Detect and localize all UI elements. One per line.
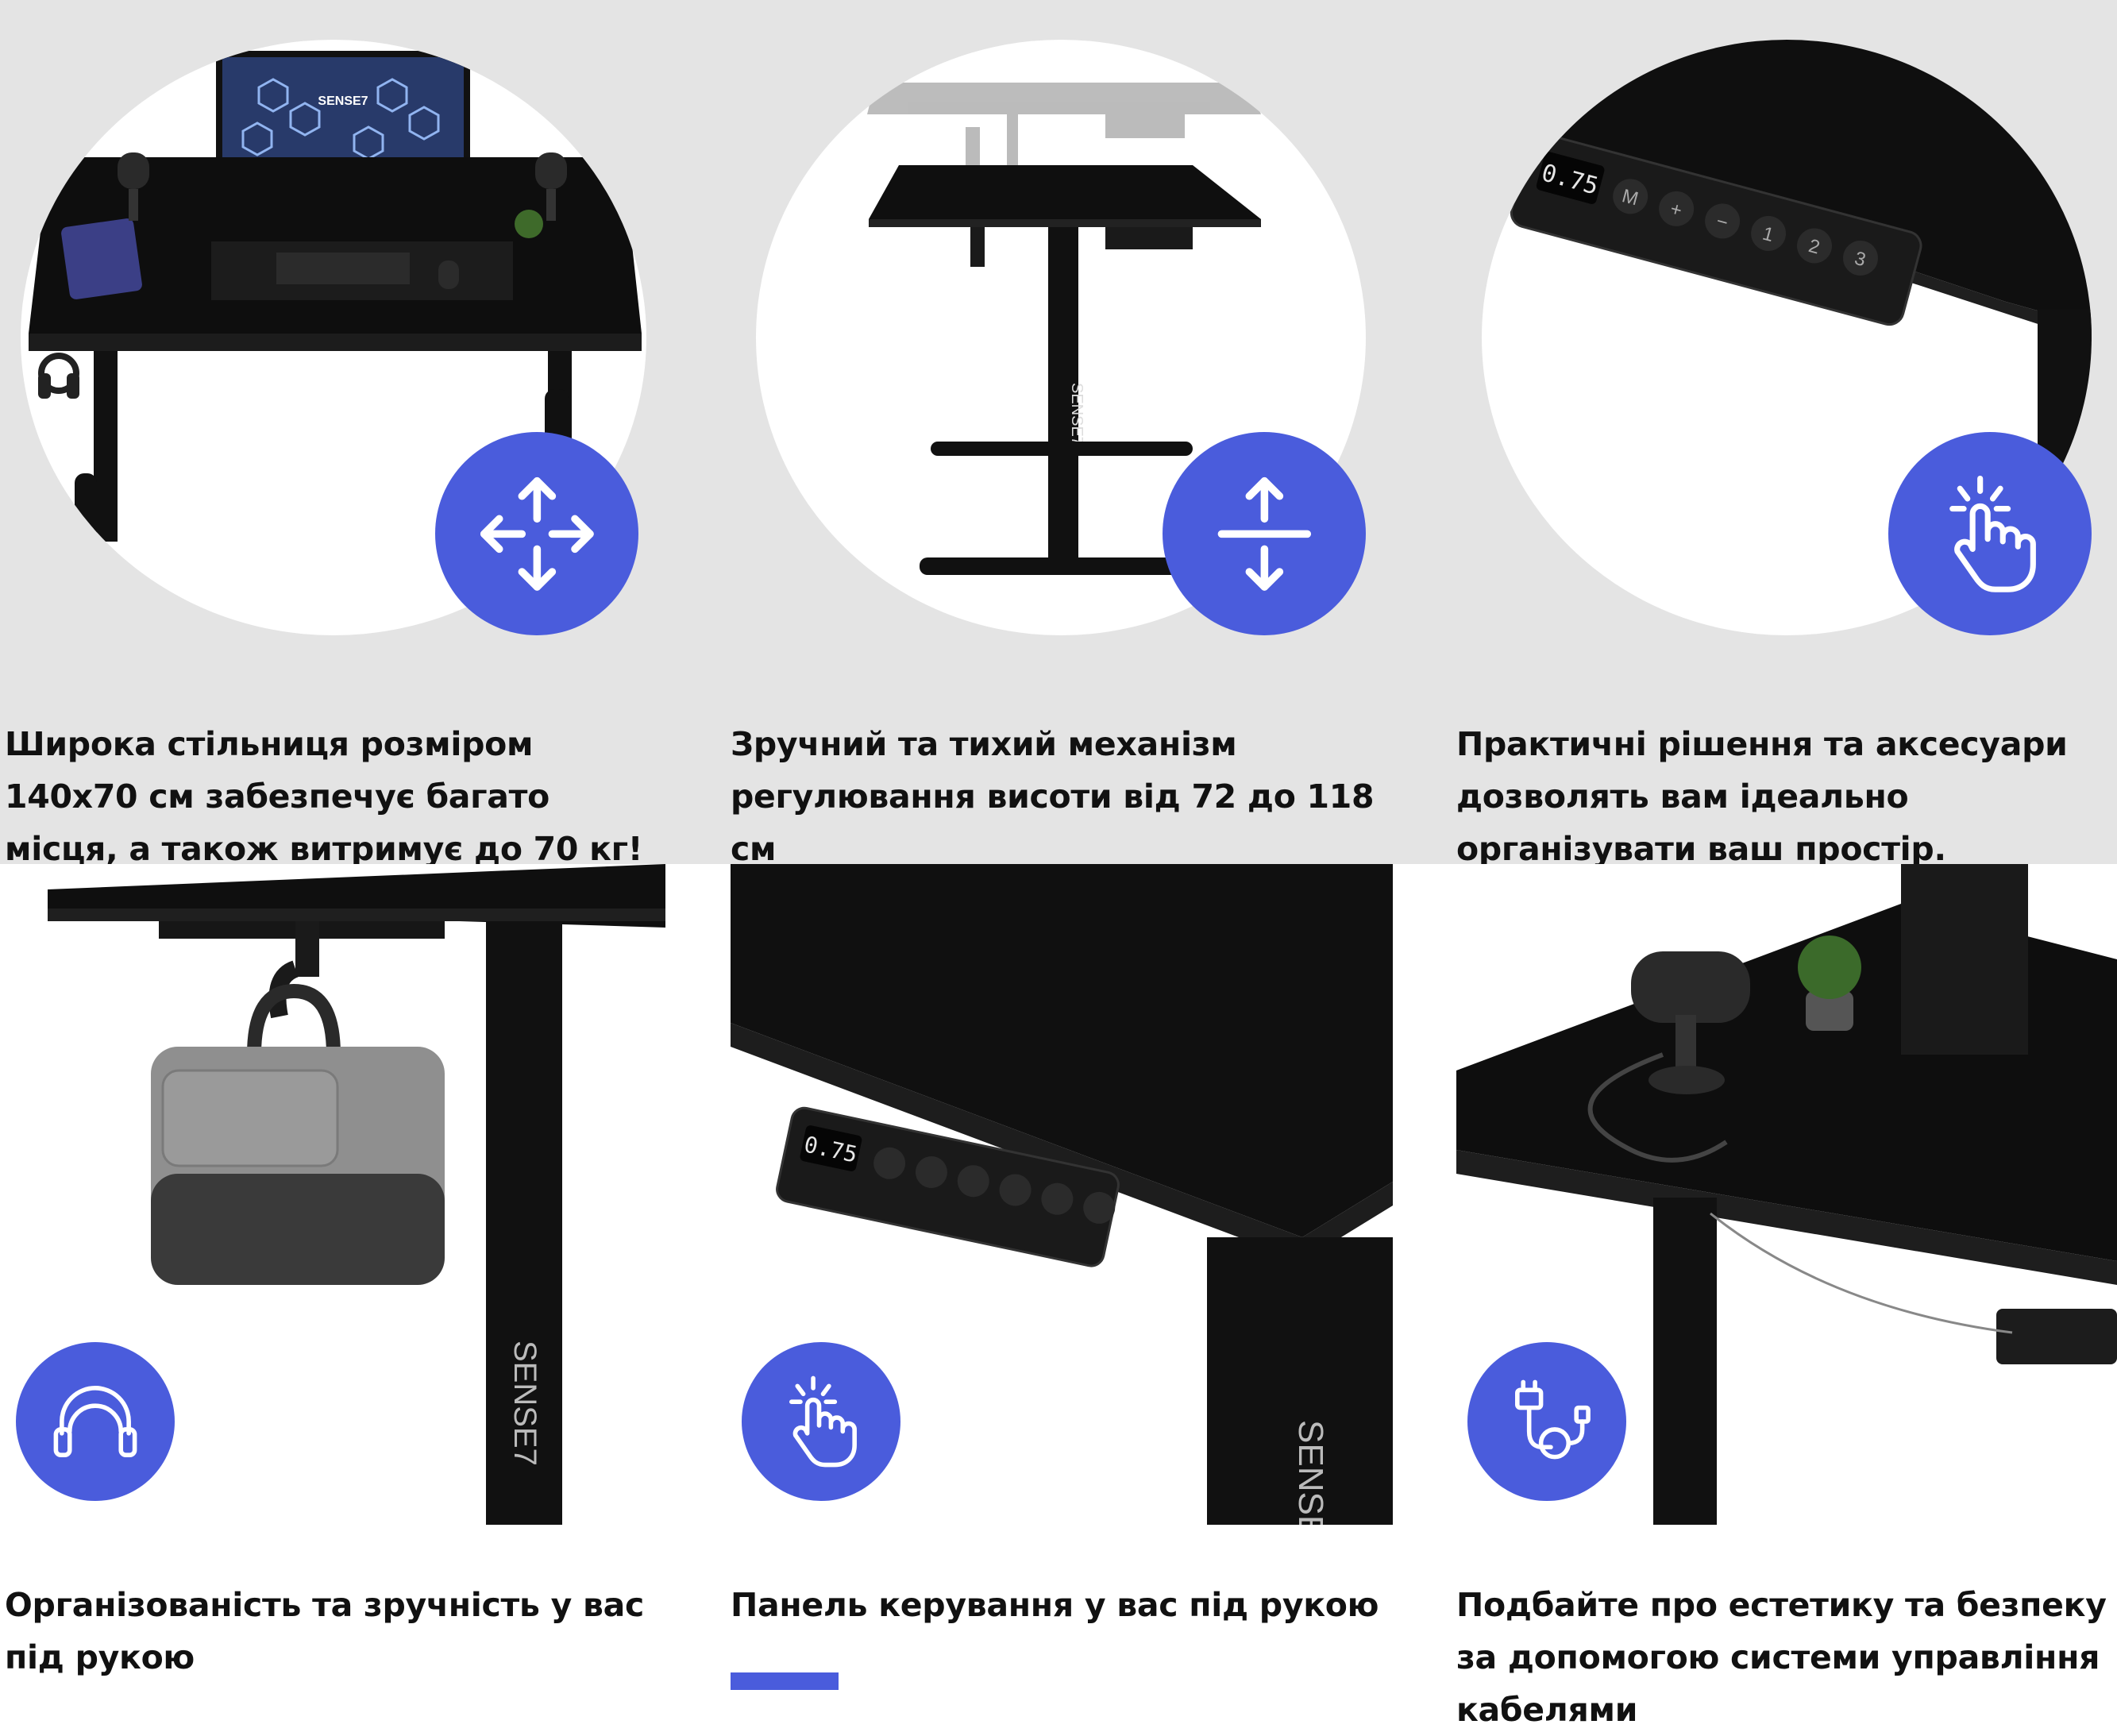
arrows-all-directions-icon — [480, 476, 594, 591]
leg-logo-2: SENSE7 — [507, 1341, 542, 1466]
feature-4-caption: Організованість та зручність у вас під р… — [5, 1586, 645, 1676]
feature-3-caption: Практичні рішення та аксесуари дозволять… — [1456, 725, 2068, 868]
feature-2-caption: Зручний та тихий механізм регулювання ви… — [731, 725, 1375, 868]
tap-hand-icon-2 — [789, 1375, 857, 1468]
cable-plug-icon — [1515, 1379, 1591, 1460]
arrows-all-directions-badge — [435, 432, 638, 635]
tap-hand-badge — [1888, 432, 2092, 635]
panel-key-minus: − — [1714, 210, 1730, 234]
cable-plug-badge — [1467, 1342, 1626, 1501]
desk-front-photo: SENSE7 — [21, 40, 646, 635]
feature-1-caption: Широка стільниця розміром 140х70 см забе… — [5, 725, 643, 868]
leg-logo-3: SENSE7 — [1291, 1420, 1330, 1525]
headphones-badge — [16, 1342, 175, 1501]
leg-logo: SENSE7 — [1068, 383, 1085, 446]
arrows-up-down-badge — [1163, 432, 1366, 635]
control-panel-under-photo: SENSE7 0.75 — [731, 864, 1393, 1525]
arrows-up-down-icon — [1217, 476, 1311, 591]
feature-6-caption: Подбайте про естетику та безпеку за допо… — [1456, 1586, 2107, 1729]
tap-hand-badge-2 — [742, 1342, 900, 1501]
active-indicator-bar — [731, 1672, 839, 1690]
tap-hand-icon — [1949, 475, 2036, 592]
feature-5-caption: Панель керування у вас під рукою — [731, 1586, 1379, 1624]
brand-logo: SENSE7 — [318, 95, 368, 108]
panel-key-plus: + — [1668, 198, 1684, 222]
headphones-icon — [53, 1386, 137, 1457]
hook-bag-photo: SENSE7 — [0, 864, 665, 1525]
